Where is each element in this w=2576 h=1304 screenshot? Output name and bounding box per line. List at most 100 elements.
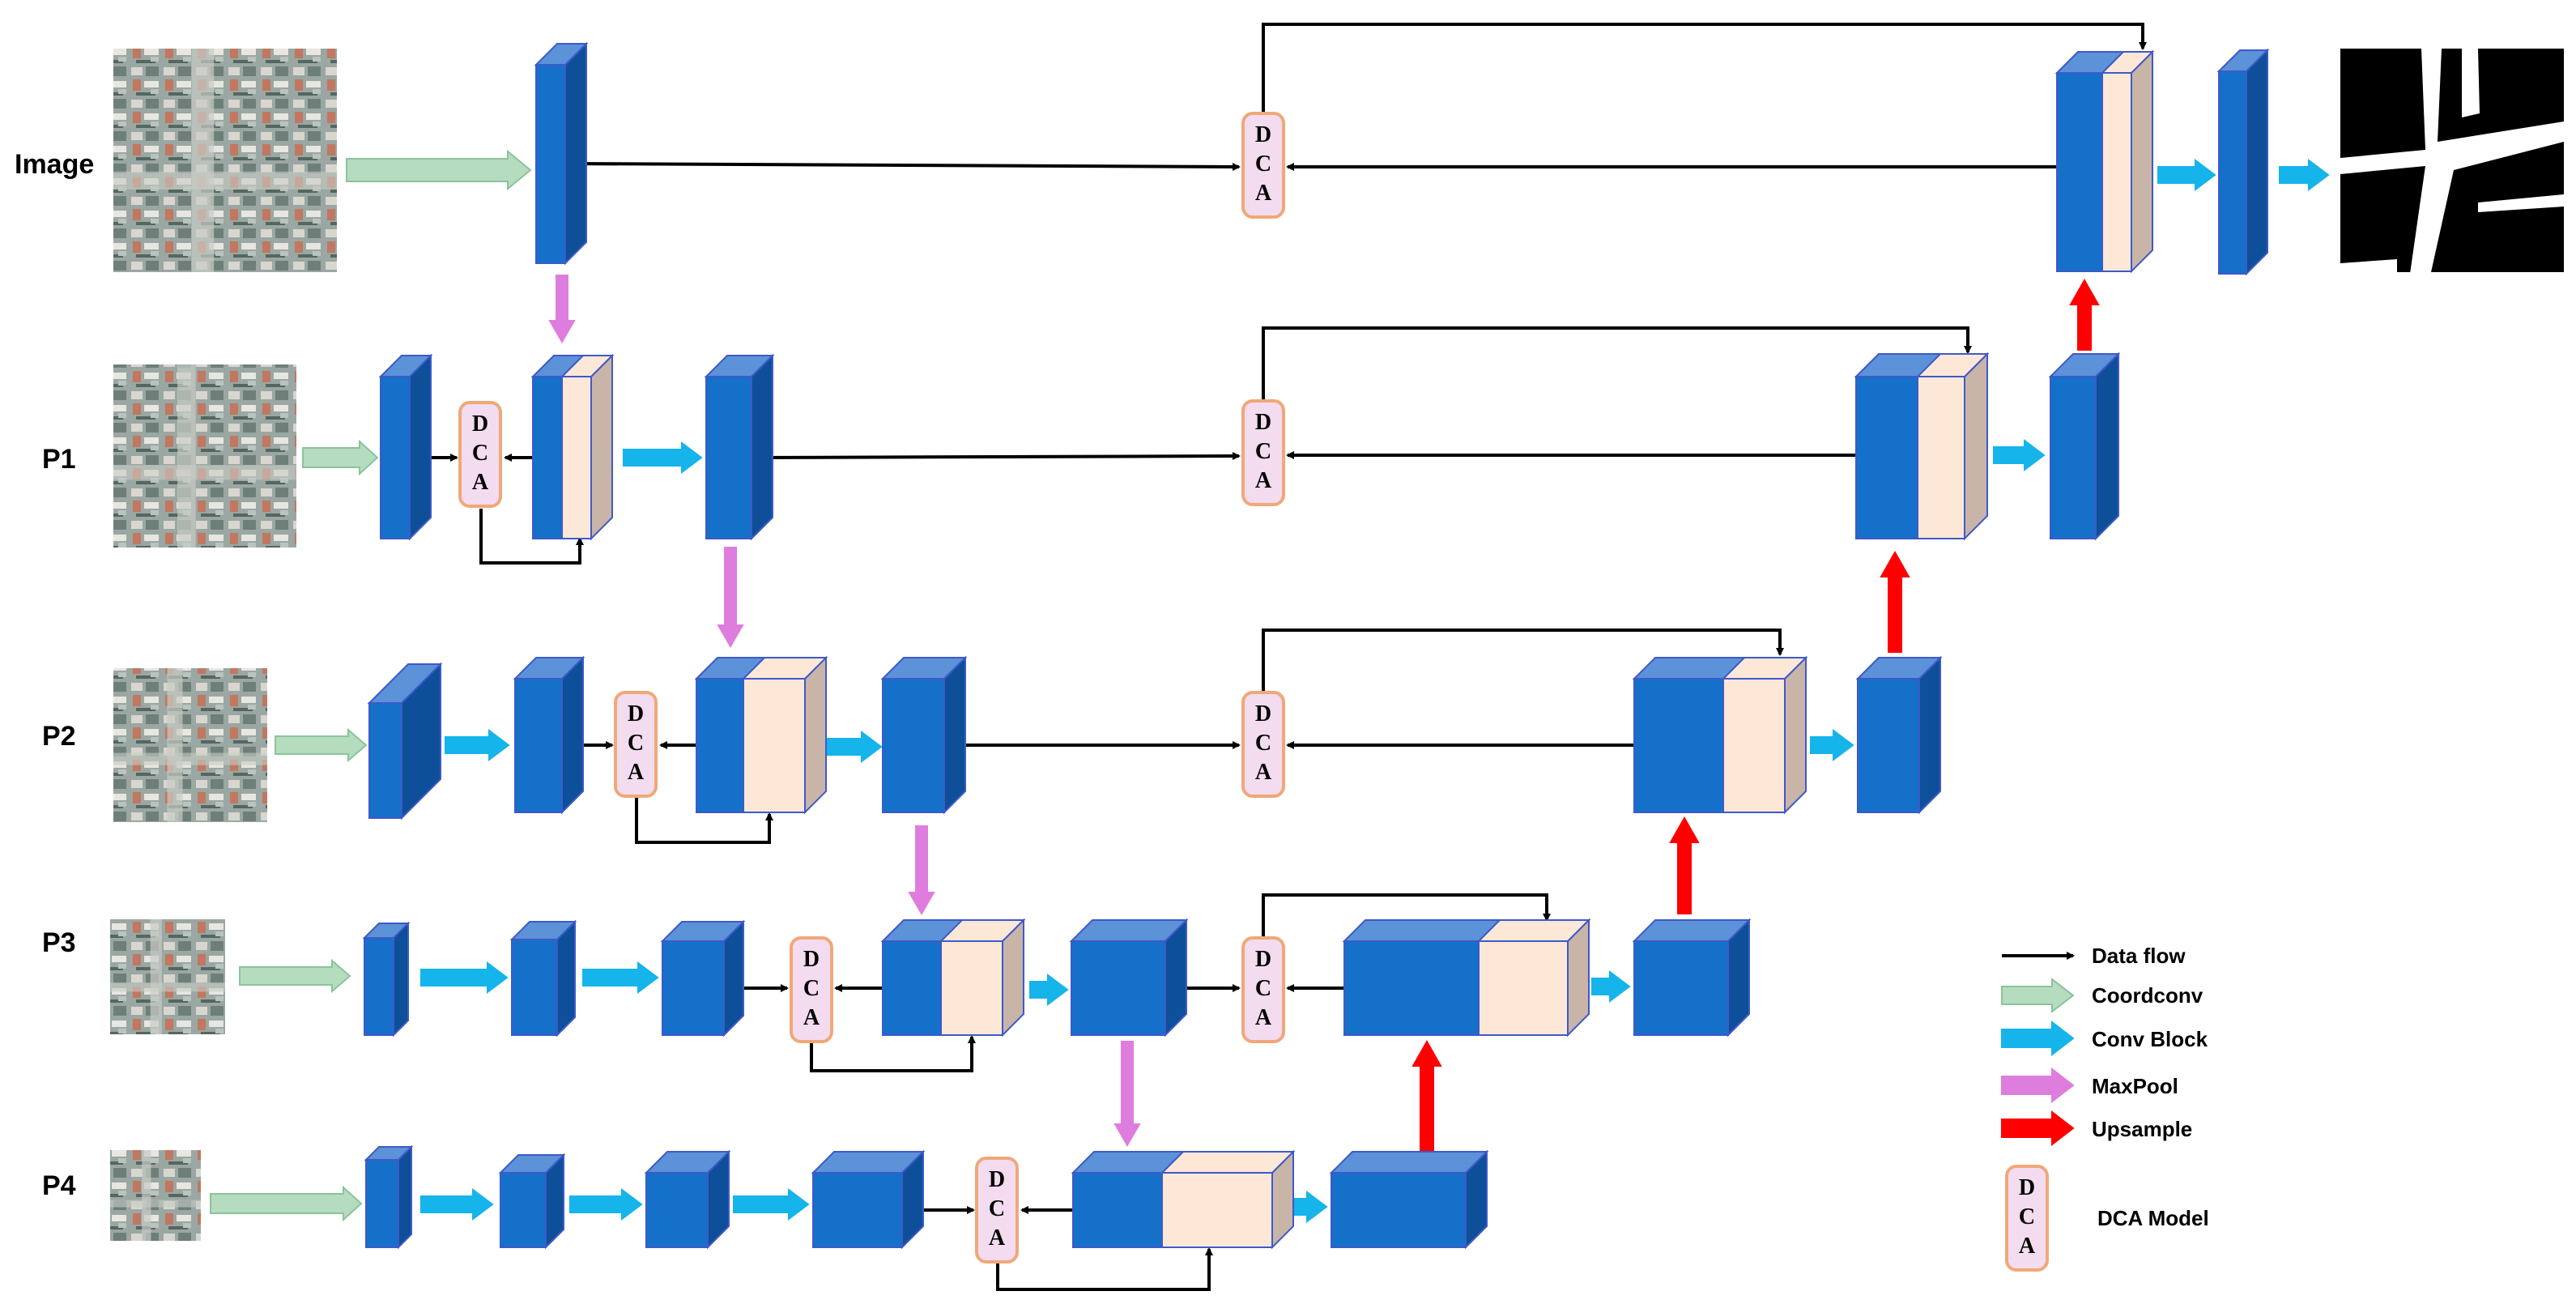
coordconv-arrow	[239, 958, 351, 994]
dca-letter: A	[1255, 1005, 1272, 1030]
dca-letter: C	[989, 1196, 1005, 1221]
feature-block	[2048, 352, 2121, 541]
dca-letter: A	[2019, 1234, 2036, 1259]
feature-block	[1632, 918, 1752, 1038]
conv-block-arrow	[2157, 159, 2216, 191]
legend-label-data-flow: Data flow	[2092, 944, 2186, 968]
dca-letter: C	[1255, 731, 1271, 756]
legend-upsample-icon	[2001, 1110, 2075, 1147]
coordconv-arrow	[275, 727, 368, 763]
dca-module: DCA	[975, 1157, 1019, 1264]
dca-letter: C	[1255, 439, 1271, 464]
input-image-thumbnail	[113, 668, 267, 822]
data-flow-arrow	[996, 1247, 1213, 1291]
conv-block-arrow	[1591, 970, 1631, 1003]
feature-block	[1855, 655, 1943, 815]
upsample-arrow	[1669, 816, 1700, 914]
conv-block-arrow	[569, 1188, 643, 1221]
conv-block-arrow	[445, 729, 510, 761]
dca-module: DCA	[2005, 1165, 2049, 1272]
conv-block-arrow	[582, 961, 659, 994]
dca-letter: A	[1255, 181, 1272, 206]
dca-letter: C	[2019, 1204, 2035, 1229]
row-label-p3: P3	[42, 927, 76, 958]
dca-letter: D	[989, 1167, 1005, 1192]
feature-block	[367, 662, 443, 820]
data-flow-arrow	[1262, 326, 1972, 401]
conv-block-arrow	[1810, 729, 1854, 761]
conv-block-arrow	[2279, 159, 2330, 191]
output-segmentation-mask	[2340, 49, 2564, 279]
row-label-image: Image	[15, 149, 94, 180]
feature-blocks	[362, 41, 2270, 1250]
dca-letter: D	[1255, 122, 1271, 147]
concat-feature-block	[1071, 1149, 1296, 1250]
concat-feature-block	[2054, 49, 2155, 274]
dca-letter: A	[989, 1225, 1006, 1251]
feature-block	[660, 919, 746, 1038]
feature-block	[364, 1144, 414, 1250]
legend-label-upsample: Upsample	[2092, 1117, 2192, 1141]
data-flow-arrow	[751, 452, 1241, 461]
dca-letter: D	[1255, 410, 1271, 435]
dca-letter: D	[1255, 947, 1271, 972]
feature-block	[2216, 48, 2270, 276]
dca-letter: D	[628, 701, 644, 727]
feature-block	[644, 1149, 731, 1250]
input-image-thumbnail	[110, 1150, 201, 1241]
concat-feature-block	[1854, 352, 1990, 541]
dca-letter: D	[1255, 701, 1271, 727]
legend: Data flow Coordconv Conv Block MaxPool U…	[2001, 944, 2209, 1230]
dca-module: DCA	[614, 691, 658, 798]
maxpool-arrow	[548, 275, 576, 344]
concat-feature-block	[880, 918, 1026, 1038]
dca-module: DCA	[1241, 112, 1285, 219]
data-flow-arrow	[1262, 23, 2147, 113]
dca-module: DCA	[790, 936, 833, 1043]
conv-block-arrow	[819, 731, 883, 763]
feature-block	[513, 655, 585, 815]
dca-letter: D	[803, 947, 820, 972]
dca-letter: A	[803, 1005, 820, 1030]
dca-letter: A	[628, 760, 645, 785]
feature-block	[1329, 1149, 1489, 1250]
data-flow-arrow	[1262, 893, 1551, 938]
maxpool-arrow	[908, 825, 935, 916]
feature-block	[704, 353, 775, 541]
legend-label-coordconv: Coordconv	[2092, 983, 2203, 1008]
dca-letter: C	[472, 441, 488, 466]
arrows-layer	[210, 149, 2330, 1223]
dca-module: DCA	[1241, 936, 1285, 1043]
feature-block	[811, 1149, 926, 1250]
legend-conv-block-icon	[2001, 1020, 2075, 1057]
conv-block-arrow	[420, 961, 509, 994]
legend-label-maxpool: MaxPool	[2092, 1074, 2178, 1098]
feature-block	[534, 41, 589, 266]
input-images	[110, 49, 337, 1241]
coordconv-arrow	[302, 439, 379, 476]
dca-letter: C	[628, 731, 644, 756]
row-label-p1: P1	[42, 444, 76, 475]
dca-letter: A	[1255, 468, 1272, 493]
dca-module: DCA	[458, 401, 502, 508]
maxpool-arrow	[717, 547, 744, 649]
concat-feature-block	[694, 655, 828, 815]
feature-block	[498, 1153, 566, 1250]
coordconv-arrow	[346, 149, 532, 191]
data-flow-arrow	[810, 1035, 976, 1072]
row-label-p2: P2	[42, 721, 76, 752]
legend-label-conv-block: Conv Block	[2092, 1027, 2208, 1051]
dca-letter: C	[1255, 151, 1271, 177]
dca-letter: A	[472, 470, 489, 495]
dca-letter: A	[1255, 760, 1272, 785]
row-label-p4: P4	[42, 1170, 76, 1201]
upsample-arrow	[1411, 1039, 1442, 1151]
legend-icons	[2001, 952, 2075, 1147]
data-flow-lines	[410, 23, 2147, 1291]
conv-block-arrow	[420, 1188, 494, 1221]
data-flow-arrow	[564, 162, 1241, 171]
data-flow-arrow	[635, 798, 773, 844]
feature-block	[1069, 918, 1189, 1038]
conv-block-arrow	[733, 1188, 810, 1221]
